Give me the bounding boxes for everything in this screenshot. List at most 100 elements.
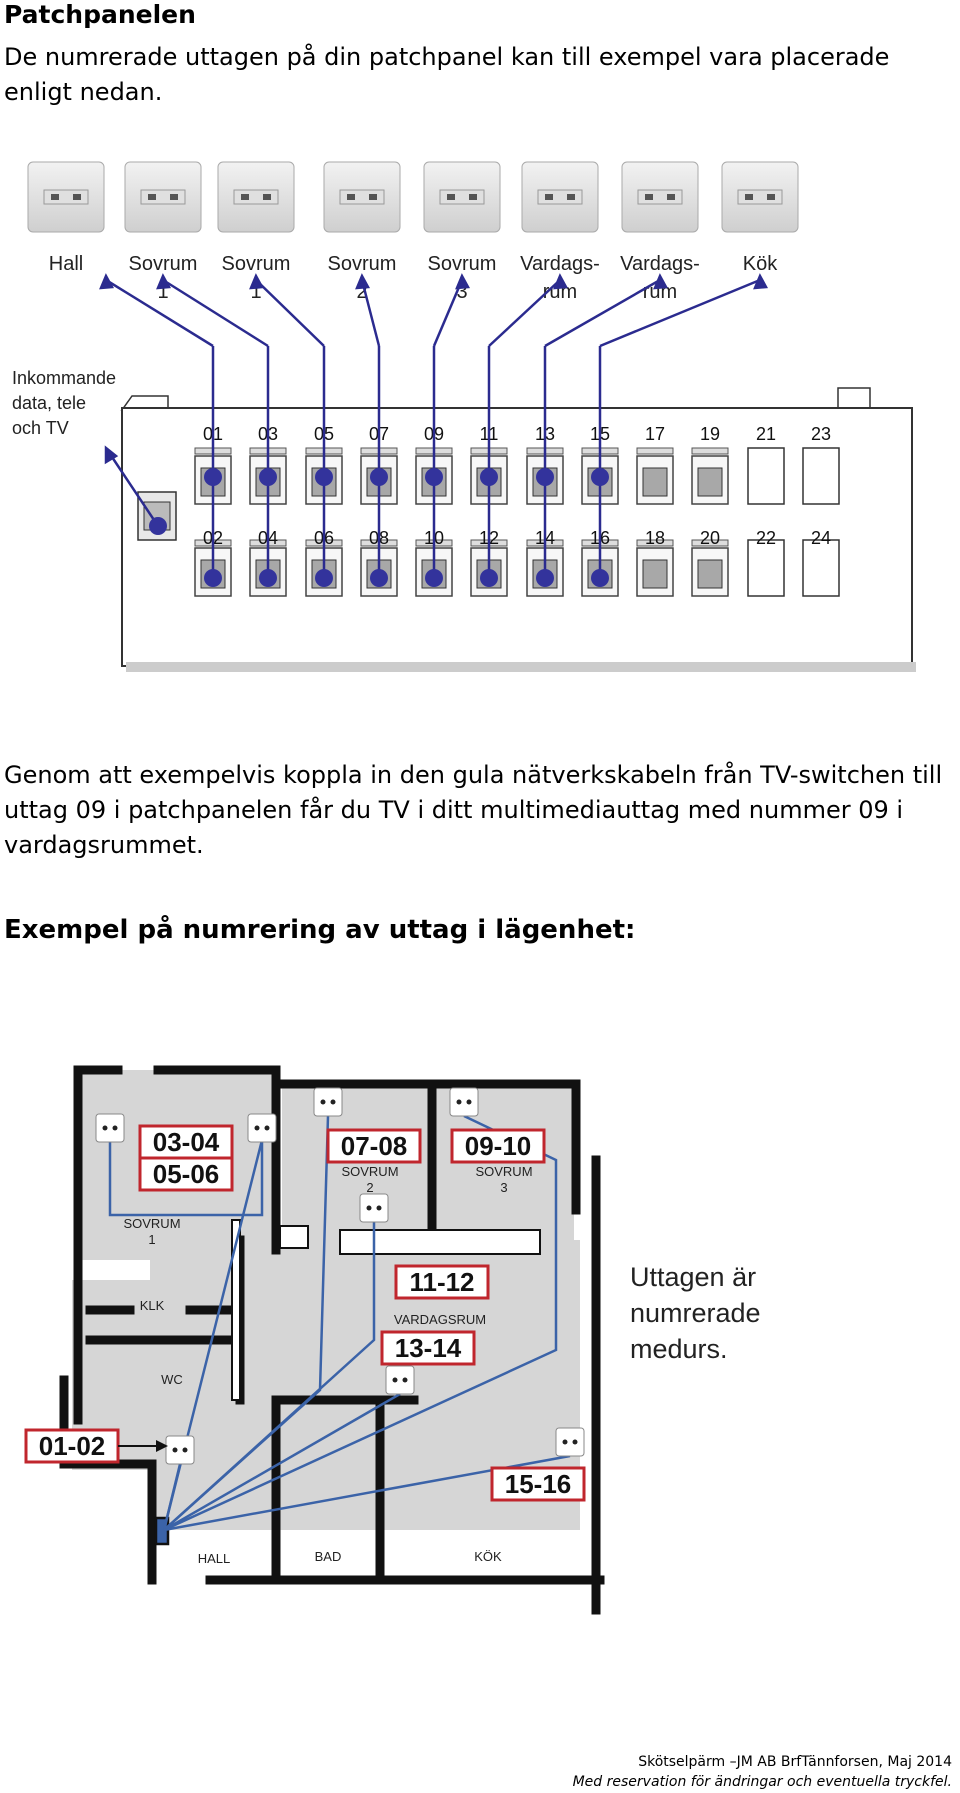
floor-outlet-dot — [254, 1125, 260, 1131]
outlet-socket — [567, 194, 575, 200]
floor-outlet-dot — [466, 1099, 472, 1105]
outlet-label-num: 1 — [157, 281, 168, 303]
intro-text: De numrerade uttagen på din patchpanel k… — [4, 43, 890, 106]
outlet-label: Sovrum — [129, 253, 198, 275]
outlet-number: 13-14 — [395, 1333, 462, 1363]
room-label: SOVRUM — [341, 1164, 398, 1179]
outlet-number: 07-08 — [341, 1131, 408, 1161]
floor-outlet-plate — [95, 1113, 125, 1143]
connection-node — [480, 569, 498, 587]
connection-node — [259, 468, 277, 486]
room-label: VARDAGSRUM — [394, 1312, 486, 1327]
patch-cable — [432, 279, 464, 347]
port-number: 23 — [811, 424, 831, 444]
patch-cable — [105, 278, 214, 348]
outlet-label-num: 1 — [250, 281, 261, 303]
port-number: 22 — [756, 528, 776, 548]
floor-cable — [108, 1139, 264, 1531]
room-label: 2 — [366, 1180, 373, 1195]
room-label: SOVRUM — [475, 1164, 532, 1179]
floor-outlet-dot — [320, 1099, 326, 1105]
outlet-label: Sovrum — [222, 253, 291, 275]
floor-outlet-dot — [366, 1205, 372, 1211]
outlet-socket — [447, 194, 455, 200]
room-labels: SOVRUM 1 SOVRUM 2 SOVRUM 3 KLK WC VARDAG… — [123, 1164, 532, 1566]
floor-outlet-dot — [172, 1447, 178, 1453]
port-number: 24 — [811, 528, 831, 548]
outlet-socket — [73, 194, 81, 200]
floor-outlet-plate — [313, 1087, 343, 1117]
port-number: 17 — [645, 424, 665, 444]
arrow-head — [156, 1440, 168, 1452]
cable-arrowhead — [99, 273, 115, 290]
cable-arrowhead — [653, 273, 669, 290]
port-top-bar — [691, 539, 729, 547]
outlet-socket-row — [140, 189, 186, 205]
port-top-bar — [691, 447, 729, 455]
outlet-socket-row — [537, 189, 583, 205]
incoming-label-line: Inkommande — [12, 368, 116, 388]
outlet-label: Kök — [743, 253, 778, 275]
blank-port — [802, 447, 840, 505]
port-top-bar — [636, 539, 674, 547]
floor-outlet-dot — [402, 1377, 408, 1383]
cable-arrowhead — [753, 273, 769, 290]
floor-outlet — [165, 1435, 195, 1465]
cable-arrowhead — [553, 273, 569, 290]
wall-outlet — [521, 161, 599, 233]
outlet-socket-row — [637, 189, 683, 205]
incoming-label: Inkommande data, tele och TV — [12, 368, 116, 438]
footer: Skötselpärm –JM AB BrfTännforsen, Maj 20… — [573, 1752, 952, 1792]
port-jack — [697, 559, 723, 589]
floor-cable — [162, 1463, 182, 1531]
connection-node — [536, 569, 554, 587]
wall-outlet — [217, 161, 295, 233]
rj45-port — [636, 539, 674, 597]
room-label: 1 — [148, 1232, 155, 1247]
blank-port — [747, 447, 785, 505]
footer-disclaimer: Med reservation för ändringar och eventu… — [572, 1774, 952, 1790]
floor-cable — [163, 1222, 376, 1531]
port-jack — [697, 467, 723, 497]
connection-node — [425, 569, 443, 587]
room-label: HALL — [198, 1551, 231, 1566]
section-heading: Exempel på numrering av uttag i lägenhet… — [4, 915, 636, 945]
floor-outlet-dot — [330, 1099, 336, 1105]
wall-outlet — [721, 161, 799, 233]
floor-outlet-dot — [562, 1439, 568, 1445]
floorplan: SOVRUM 1 SOVRUM 2 SOVRUM 3 KLK WC VARDAG… — [24, 1065, 761, 1615]
note-line: medurs. — [630, 1334, 728, 1364]
blank-port — [802, 539, 840, 597]
patch-cable — [162, 278, 269, 348]
outlet-socket — [148, 194, 156, 200]
outlet-socket — [369, 194, 377, 200]
outlet-label-num: rum — [643, 281, 677, 303]
outlet-socket — [667, 194, 675, 200]
outlet-label: Hall — [49, 253, 83, 275]
wall-outlet — [423, 161, 501, 233]
port-number: 21 — [756, 424, 776, 444]
outlet-socket-row — [233, 189, 279, 205]
outlet-socket — [241, 194, 249, 200]
floor-outlet-plate — [165, 1435, 195, 1465]
outlet-socket — [469, 194, 477, 200]
room-label: BAD — [315, 1549, 342, 1564]
room-label: SOVRUM — [123, 1216, 180, 1231]
floor-outlet-dot — [392, 1377, 398, 1383]
floor-outlet — [313, 1087, 343, 1117]
patch-cable — [544, 278, 661, 348]
patch-cable — [599, 278, 761, 348]
outlet-label: Vardags- — [620, 253, 700, 275]
outlet-number: 11-12 — [409, 1267, 474, 1297]
floor-outlet — [555, 1427, 585, 1457]
cable-arrowhead — [156, 273, 172, 290]
port-top-bar — [636, 447, 674, 455]
incoming-cable — [108, 453, 160, 527]
note-line: numrerade — [630, 1298, 761, 1328]
cable-arrowhead — [104, 445, 119, 465]
cable-arrowhead — [355, 273, 371, 290]
connection-node — [259, 569, 277, 587]
patch-panel-diagram: Hall Sovrum 1 Sovrum 1 Sovrum 2 Sovrum 3… — [12, 161, 916, 672]
outlet-label: Vardags- — [520, 253, 600, 275]
floor-outlet-dot — [112, 1125, 118, 1131]
